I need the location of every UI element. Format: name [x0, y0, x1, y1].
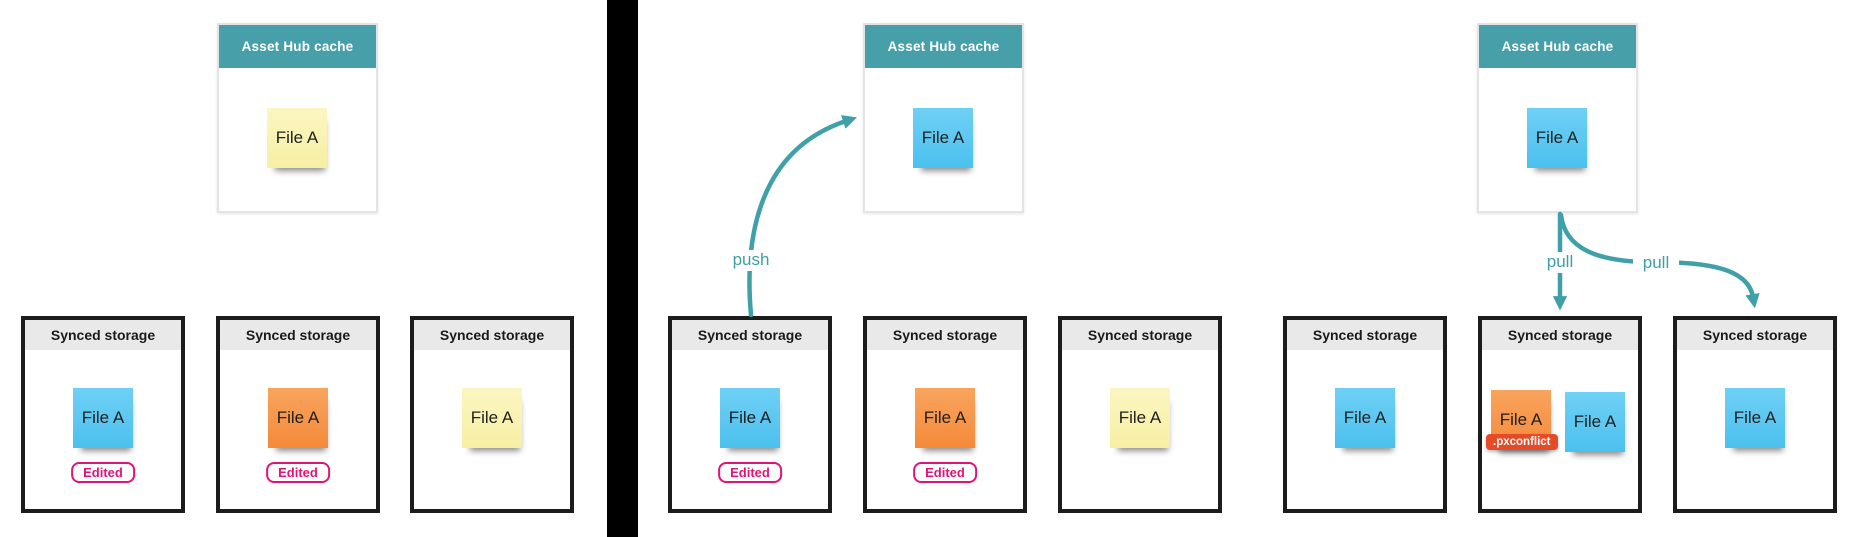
file-label: File A — [1118, 408, 1162, 427]
edited-badge: Edited — [266, 462, 330, 483]
synced-storage-header: Synced storage — [1287, 320, 1443, 350]
pull-arrow-label: pull — [1537, 252, 1583, 273]
asset-hub-cache-box: Asset Hub cache File A — [863, 23, 1024, 213]
synced-storage-header: Synced storage — [414, 320, 570, 350]
sticky-note-file-a: File A — [1335, 388, 1395, 448]
file-label: File A — [1343, 408, 1387, 427]
asset-hub-cache-box: Asset Hub cache File A — [217, 23, 378, 213]
panel-divider — [607, 0, 638, 537]
synced-storage-header: Synced storage — [1062, 320, 1218, 350]
sticky-note-file-a: File A — [462, 388, 522, 448]
synced-storage-box: Synced storage File A — [410, 316, 574, 513]
synced-storage-header: Synced storage — [672, 320, 828, 350]
file-label: File A — [728, 408, 772, 427]
synced-storage-box: Synced storage File A — [1283, 316, 1447, 513]
synced-storage-header: Synced storage — [1482, 320, 1638, 350]
synced-storage-box: Synced storage File A Edited — [668, 316, 832, 513]
asset-hub-cache-header: Asset Hub cache — [1479, 25, 1636, 68]
edited-badge: Edited — [71, 462, 135, 483]
file-label: File A — [470, 408, 514, 427]
sticky-note-file-a: File A — [1110, 388, 1170, 448]
sticky-note-file-a: File A — [720, 388, 780, 448]
file-label: File A — [276, 408, 320, 427]
synced-storage-box: Synced storage File A Edited — [21, 316, 185, 513]
asset-hub-cache-box: Asset Hub cache File A — [1477, 23, 1638, 213]
sticky-note-file-a: File A — [915, 388, 975, 448]
synced-storage-header: Synced storage — [220, 320, 376, 350]
sticky-note-file-a: File A — [267, 108, 327, 168]
synced-storage-box: Synced storage File A — [1058, 316, 1222, 513]
sticky-note-file-a: File A — [1527, 108, 1587, 168]
file-label: File A — [1499, 410, 1543, 429]
sticky-note-file-a: File A — [73, 388, 133, 448]
synced-storage-header: Synced storage — [25, 320, 181, 350]
asset-hub-cache-header: Asset Hub cache — [865, 25, 1022, 68]
synced-storage-header: Synced storage — [867, 320, 1023, 350]
edited-badge: Edited — [718, 462, 782, 483]
sticky-note-file-a: File A — [1725, 388, 1785, 448]
file-label: File A — [1573, 412, 1617, 431]
synced-storage-box: Synced storage File A Edited — [863, 316, 1027, 513]
sticky-note-file-a: File A — [268, 388, 328, 448]
file-label: File A — [923, 408, 967, 427]
sticky-note-file-a: File A — [1565, 392, 1625, 452]
synced-storage-header: Synced storage — [1677, 320, 1833, 350]
file-label: File A — [275, 128, 319, 147]
file-label: File A — [81, 408, 125, 427]
pxconflict-tag: .pxconflict — [1486, 434, 1558, 450]
pull-arrow-label: pull — [1633, 253, 1679, 274]
synced-storage-box: Synced storage File A — [1673, 316, 1837, 513]
sticky-note-file-a: File A — [913, 108, 973, 168]
synced-storage-box-conflict: Synced storage File A File A .pxconflict — [1478, 316, 1642, 513]
file-label: File A — [1733, 408, 1777, 427]
file-label: File A — [1535, 128, 1579, 147]
synced-storage-box: Synced storage File A Edited — [216, 316, 380, 513]
asset-hub-cache-header: Asset Hub cache — [219, 25, 376, 68]
file-label: File A — [921, 128, 965, 147]
push-arrow-label: push — [723, 250, 779, 271]
edited-badge: Edited — [913, 462, 977, 483]
